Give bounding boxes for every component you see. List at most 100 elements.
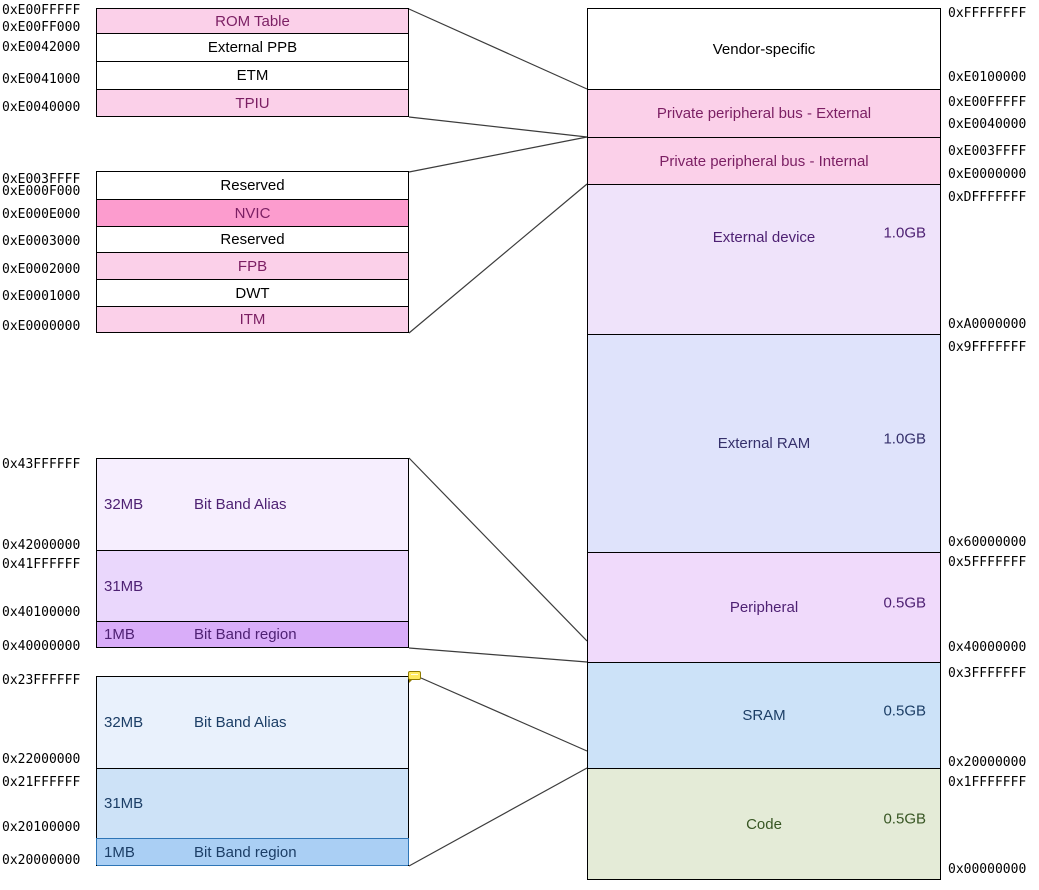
address-label: 0xE00FFFFF — [2, 3, 81, 18]
region-size-label: 0.5GB — [883, 810, 926, 828]
address-label: 0xE00FFFFF — [948, 95, 1027, 110]
address-label: 0xE000E000 — [2, 207, 81, 222]
region-external-ram: External RAM 1.0GB — [588, 334, 940, 552]
connector-line — [408, 8, 588, 90]
address-label: 0x20000000 — [2, 853, 81, 868]
region-label: SRAM — [742, 707, 786, 724]
region-label: Code — [746, 815, 782, 833]
memory-row-label: DWT — [235, 284, 270, 302]
address-label: 0xE0003000 — [2, 234, 81, 249]
address-label: 0x00000000 — [948, 862, 1027, 877]
address-label: 0x40000000 — [948, 640, 1027, 655]
memory-row-label: ROM Table — [215, 12, 290, 30]
ppb-internal-detail-box: Reserved NVIC Reserved FPB DWT ITM — [96, 171, 409, 333]
memory-row-label: TPIU — [235, 94, 270, 112]
memory-row-reserved: Reserved — [97, 226, 408, 252]
memory-row-external-ppb: External PPB — [97, 33, 408, 61]
memory-row-label: Reserved — [220, 231, 285, 248]
memory-row-tpiu: TPIU — [97, 89, 408, 116]
size-label: 31MB — [104, 577, 144, 595]
connector-line — [408, 136, 588, 173]
region-size-label: 0.5GB — [883, 594, 926, 611]
address-label: 0xE000F000 — [2, 184, 81, 199]
address-label: 0xE0040000 — [948, 117, 1027, 132]
address-label: 0xE0100000 — [948, 70, 1027, 85]
memory-row-label: NVIC — [234, 204, 271, 222]
memory-row-label: ETM — [236, 67, 269, 84]
address-label: 0xA0000000 — [948, 317, 1027, 332]
size-label: 1MB — [104, 626, 135, 643]
address-label: 0xE003FFFF — [2, 172, 81, 187]
address-label: 0xFFFFFFFF — [948, 6, 1027, 21]
region-label: Vendor-specific — [712, 40, 816, 58]
bitband-alias-row: 32MB Bit Band Alias — [97, 677, 408, 768]
address-label: 0xE00FF000 — [2, 20, 81, 35]
size-label: 31MB — [104, 795, 144, 812]
address-label: 0x1FFFFFFF — [948, 775, 1027, 790]
bitband-region-row: 1MB Bit Band region — [97, 838, 408, 865]
bitband-middle-row: 31MB — [97, 768, 408, 838]
memory-row-etm: ETM — [97, 61, 408, 89]
region-label: Bit Band Alias — [194, 496, 287, 513]
region-size-label: 1.0GB — [883, 224, 926, 241]
region-peripheral: Peripheral 0.5GB — [588, 552, 940, 662]
connector-line — [408, 457, 588, 642]
address-label: 0xE003FFFF — [948, 144, 1027, 159]
size-label: 32MB — [104, 714, 144, 731]
address-label: 0x43FFFFFF — [2, 457, 81, 472]
connector-line — [408, 116, 588, 138]
address-label: 0xE0000000 — [2, 319, 81, 334]
address-label: 0x23FFFFFF — [2, 673, 81, 688]
size-label: 1MB — [104, 843, 135, 861]
memory-row-label: FPB — [237, 257, 268, 275]
address-label: 0x5FFFFFFF — [948, 555, 1027, 570]
bitband-region-row: 1MB Bit Band region — [97, 621, 408, 647]
address-label: 0xE0042000 — [2, 40, 81, 55]
bitband-alias-row: 32MB Bit Band Alias — [97, 459, 408, 550]
address-label: 0x3FFFFFFF — [948, 666, 1027, 681]
memory-row-dwt: DWT — [97, 279, 408, 306]
region-label: Private peripheral bus - Internal — [659, 152, 869, 170]
address-label: 0xE0000000 — [948, 167, 1027, 182]
region-label: Bit Band region — [194, 843, 297, 861]
memory-row-nvic: NVIC — [97, 199, 408, 226]
address-label: 0xE0001000 — [2, 289, 81, 304]
region-label: External RAM — [717, 435, 811, 452]
note-icon — [408, 671, 421, 683]
ppb-external-detail-box: ROM Table External PPB ETM TPIU — [96, 8, 409, 117]
address-label: 0x20000000 — [948, 755, 1027, 770]
address-label: 0xE0040000 — [2, 100, 81, 115]
address-label: 0xE0041000 — [2, 72, 81, 87]
memory-row-label: Reserved — [220, 177, 285, 194]
region-ppb-external: Private peripheral bus - External — [588, 89, 940, 137]
region-label: Bit Band region — [194, 626, 297, 643]
memory-map-column: Vendor-specific Private peripheral bus -… — [587, 8, 941, 880]
memory-row-itm: ITM — [97, 306, 408, 332]
memory-row-label: External PPB — [207, 39, 298, 56]
bitband-middle-row: 31MB — [97, 550, 408, 621]
region-label: Bit Band Alias — [194, 714, 287, 731]
address-label: 0xE0002000 — [2, 262, 81, 277]
address-label: 0x41FFFFFF — [2, 557, 81, 572]
region-external-device: External device 1.0GB — [588, 184, 940, 334]
region-vendor-specific: Vendor-specific — [588, 9, 940, 89]
connector-line — [420, 677, 588, 752]
address-label: 0x21FFFFFF — [2, 775, 81, 790]
memory-row-rom-table: ROM Table — [97, 9, 408, 33]
address-label: 0x42000000 — [2, 538, 81, 553]
address-label: 0x40000000 — [2, 639, 81, 654]
region-size-label: 1.0GB — [883, 430, 926, 447]
memory-row-reserved: Reserved — [97, 172, 408, 199]
region-label: Peripheral — [729, 599, 799, 616]
connector-line — [408, 183, 588, 334]
connector-line — [408, 647, 588, 663]
region-label: External device — [712, 229, 816, 246]
address-label: 0x60000000 — [948, 535, 1027, 550]
address-label: 0x40100000 — [2, 605, 81, 620]
region-sram: SRAM 0.5GB — [588, 662, 940, 768]
size-label: 32MB — [104, 496, 144, 513]
address-label: 0x9FFFFFFF — [948, 340, 1027, 355]
region-label: Private peripheral bus - External — [656, 105, 872, 122]
memory-row-fpb: FPB — [97, 252, 408, 279]
